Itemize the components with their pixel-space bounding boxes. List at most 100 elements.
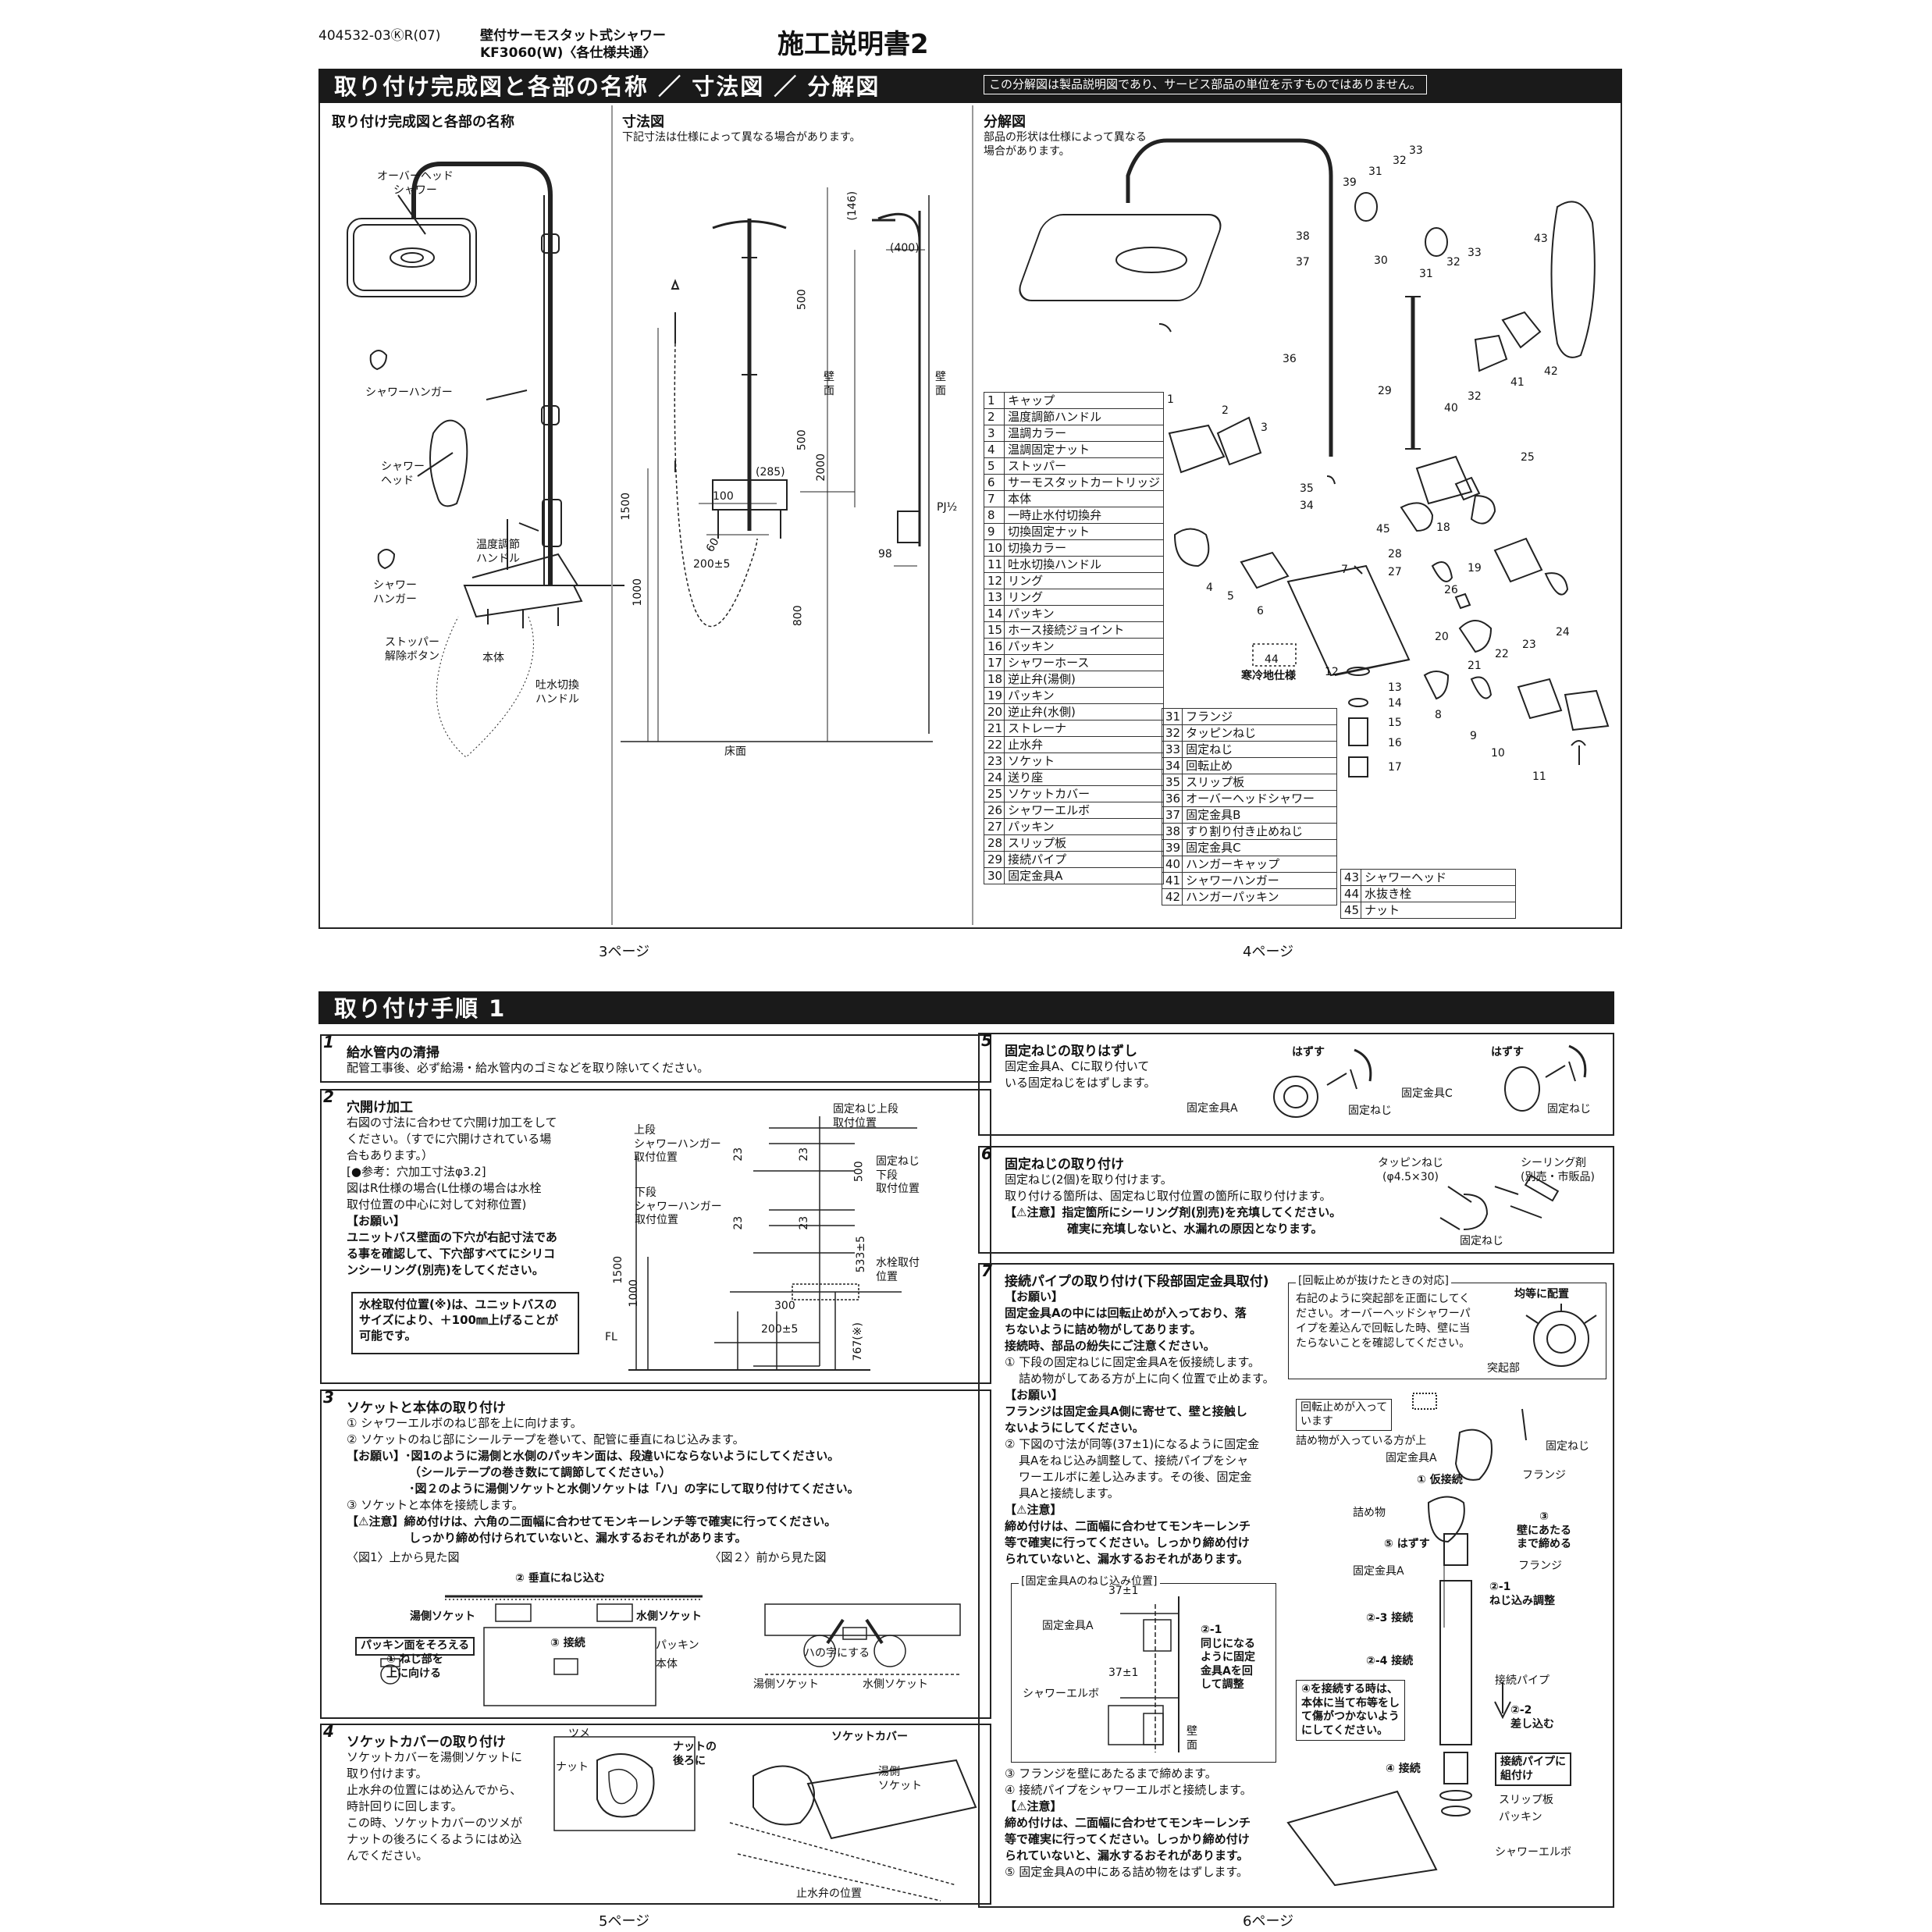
label-wall-2: 壁 面 — [935, 371, 946, 397]
dim-98: 98 — [878, 548, 892, 560]
callout-32b: 32 — [1446, 256, 1461, 269]
doc-title: 施工説明書2 — [777, 29, 929, 60]
part-number: 28 — [983, 834, 1005, 852]
callout-10: 10 — [1491, 747, 1505, 760]
callout-36: 36 — [1283, 353, 1297, 365]
label-align-packing: パッキン面をそろえる — [355, 1637, 475, 1656]
part-number: 2 — [983, 408, 1005, 425]
callout-29: 29 — [1378, 385, 1392, 397]
part-number: 41 — [1161, 872, 1183, 889]
callout-12: 12 — [1325, 666, 1339, 678]
dim-100: 100 — [713, 490, 734, 503]
part-name: リング — [1004, 572, 1165, 589]
part-name: 切換固定ナット — [1004, 523, 1165, 540]
part-name: 一時止水付切換弁 — [1004, 507, 1165, 524]
step-5-box — [978, 1033, 1614, 1136]
part-number: 22 — [983, 736, 1005, 753]
callout-25: 25 — [1521, 451, 1535, 464]
dim-200pm5-hole: 200±5 — [761, 1323, 799, 1336]
dim-500-upper: 500 — [795, 289, 809, 311]
callout-6: 6 — [1257, 605, 1264, 617]
label-socket-cover: ソケットカバー — [831, 1731, 908, 1743]
part-number: 37 — [1161, 806, 1183, 824]
step-7-number: 7 — [981, 1261, 992, 1280]
part-name: 接続パイプ — [1004, 851, 1165, 868]
part-number: 39 — [1161, 839, 1183, 856]
part-number: 29 — [983, 851, 1005, 868]
step-2-number: 2 — [323, 1087, 334, 1106]
part-name: シャワーホース — [1004, 654, 1165, 671]
label-tighten-to-wall: ③ 壁にあたる まで締める — [1517, 1510, 1571, 1550]
label-connect-4: ④ 接続 — [1386, 1763, 1421, 1775]
callout-33b: 33 — [1468, 247, 1482, 259]
label-filled-side-up: 詰め物が入っている方が上 — [1296, 1435, 1427, 1447]
step-3-title: ソケットと本体の取り付け — [347, 1400, 506, 1416]
part-number: 10 — [983, 539, 1005, 557]
part-name: 本体 — [1004, 490, 1165, 507]
label-hot-socket-step4: 湯側 ソケット — [878, 1766, 922, 1792]
part-name: 固定金具C — [1182, 839, 1337, 856]
page-number-6: 6ページ — [1243, 1913, 1294, 1930]
part-number: 34 — [1161, 757, 1183, 774]
part-name: リング — [1004, 589, 1165, 606]
label-thread-up: ① ねじ部を 上に向ける — [386, 1653, 443, 1680]
callout-23: 23 — [1522, 639, 1536, 651]
label-fl: FL — [605, 1331, 617, 1343]
rotation-stopper-title: [回転止めが抜けたときの対応] — [1296, 1275, 1451, 1289]
step-4-number: 4 — [323, 1722, 334, 1741]
part-name: 送り座 — [1004, 769, 1165, 786]
callout-7: 7 — [1341, 564, 1348, 576]
label-wall-1: 壁 面 — [824, 371, 834, 397]
part-name: キャップ — [1004, 392, 1165, 409]
label-hot-socket: 湯側ソケット — [410, 1610, 475, 1623]
step-3-box — [320, 1389, 991, 1719]
dim-300: 300 — [774, 1300, 795, 1312]
callout-16: 16 — [1388, 737, 1402, 749]
label-packing-step7: パッキン — [1499, 1811, 1542, 1823]
dim-500-lower: 500 — [795, 429, 809, 451]
label-screw-step7: 固定ねじ — [1546, 1440, 1589, 1453]
label-bracket-c-step5: 固定金具C — [1401, 1087, 1453, 1100]
label-stop-valve-position: 止水弁の位置 — [796, 1888, 862, 1900]
label-lower-hanger-position: 下段 シャワーハンガー 取付位置 — [635, 1187, 722, 1226]
hole-position-diagram — [628, 1116, 917, 1371]
step-7-title: 接続パイプの取り付け(下段部固定金具取付) — [1005, 1274, 1269, 1290]
label-screw-adjust: ②-1 ねじ込み調整 — [1489, 1581, 1555, 1607]
label-floor: 床面 — [724, 745, 746, 758]
callout-18: 18 — [1436, 521, 1450, 534]
callout-14: 14 — [1388, 697, 1402, 710]
part-number: 16 — [983, 638, 1005, 655]
col3-heading: 分解図 — [984, 114, 1026, 130]
label-filler: 詰め物 — [1353, 1507, 1386, 1519]
label-remove-a: はずす — [1292, 1046, 1325, 1059]
part-name: 逆止弁(湯側) — [1004, 671, 1165, 688]
part-number: 6 — [983, 474, 1005, 491]
part-name: スリップ板 — [1182, 774, 1337, 791]
dim-200pm5: 200±5 — [693, 558, 731, 571]
label-protrusion: 突起部 — [1487, 1362, 1520, 1375]
step-3-text: ① シャワーエルボのねじ部を上に向けます。 ② ソケットのねじ部にシールテープを… — [347, 1416, 859, 1564]
dim-2000: 2000 — [815, 453, 828, 482]
part-number: 19 — [983, 687, 1005, 704]
step-5-number: 5 — [981, 1031, 992, 1050]
part-number: 15 — [983, 621, 1005, 639]
part-number: 25 — [983, 785, 1005, 802]
part-number: 7 — [983, 490, 1005, 507]
part-name: ストッパー — [1004, 457, 1165, 475]
callout-4: 4 — [1206, 582, 1213, 594]
label-cold-socket-fig2: 水側ソケット — [863, 1678, 928, 1691]
callout-21: 21 — [1468, 660, 1482, 672]
inset-label-wall: 壁 面 — [1187, 1725, 1197, 1752]
